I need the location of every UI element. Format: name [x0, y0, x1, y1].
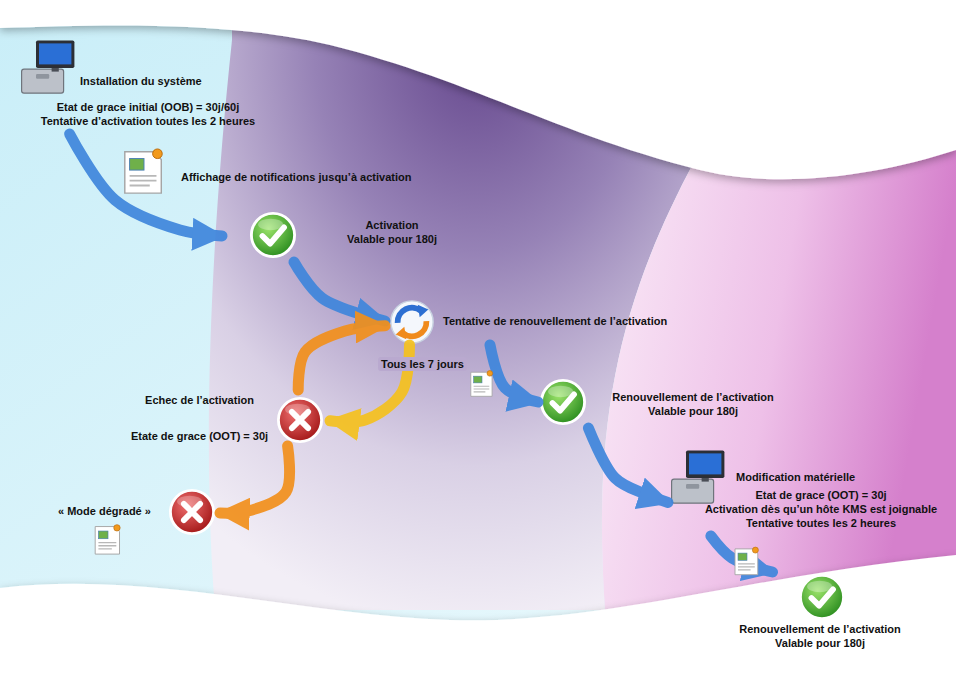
refresh-icon: [391, 301, 433, 343]
step-detail: Tentative d’activation toutes les 2 heur…: [8, 114, 288, 128]
step-detail: Activation dès qu’un hôte KMS est joigna…: [688, 502, 954, 516]
step-detail: Valable pour 180j: [725, 636, 915, 650]
check-icon: [800, 575, 843, 618]
bottom-wave: [0, 555, 956, 677]
cross-icon: [278, 398, 321, 441]
flow-arrow: [490, 345, 538, 402]
step-heading: Activation: [322, 218, 462, 232]
step-group: Echec de l’activationEtate de grace (OOT…: [118, 390, 330, 446]
step-detail: Etat de grace (OOT) = 30j: [688, 488, 954, 502]
step-detail: Etate de grace (OOT) = 30j: [122, 429, 277, 443]
step-group: Tentative de renouvellement de l’activat…: [385, 297, 735, 345]
step-detail: Etat de grace initial (OOB) = 30j/60j: [8, 100, 288, 114]
flow-arrow: [70, 134, 222, 236]
document-icon: [735, 547, 758, 575]
step-heading: « Mode dégradé »: [58, 504, 220, 518]
step-detail: Valable pour 180j: [322, 232, 462, 246]
step-detail: Valable pour 180j: [598, 404, 788, 418]
step-detail: Tentative toutes les 2 heures: [688, 516, 954, 530]
step-group: « Mode dégradé »: [52, 488, 220, 538]
check-icon: [541, 380, 584, 423]
document-icon: [471, 371, 493, 397]
step-group: Installation du systèmeEtat de grace ini…: [8, 38, 288, 134]
step-heading: Modification matérielle: [736, 470, 954, 484]
cross-icon: [170, 490, 213, 533]
flow-arrow: [220, 446, 290, 513]
note-label: Tous les 7 jours: [378, 357, 467, 371]
step-group: Modification matérielleEtat de grace (OO…: [668, 452, 954, 536]
flow-arrow: [298, 326, 385, 390]
step-group: Renouvellement de l’activationValable po…: [725, 572, 915, 654]
computer-icon: [672, 450, 725, 503]
step-heading: Renouvellement de l’activation: [598, 390, 788, 404]
flow-arrow: [588, 428, 668, 502]
step-heading: Installation du système: [80, 74, 288, 88]
step-group: ActivationValable pour 180j: [222, 210, 462, 262]
flow-arrow: [294, 262, 385, 321]
document-icon: [125, 149, 162, 193]
step-heading: Echec de l’activation: [122, 393, 277, 407]
document-icon: [95, 525, 120, 554]
step-group: Renouvellement de l’activationValable po…: [538, 376, 790, 428]
note-label: Affichage de notifications jusqu’à activ…: [178, 170, 414, 184]
step-heading: Tentative de renouvellement de l’activat…: [443, 314, 735, 328]
step-heading: Renouvellement de l’activation: [725, 622, 915, 636]
computer-icon: [22, 40, 75, 93]
check-icon: [251, 213, 294, 256]
